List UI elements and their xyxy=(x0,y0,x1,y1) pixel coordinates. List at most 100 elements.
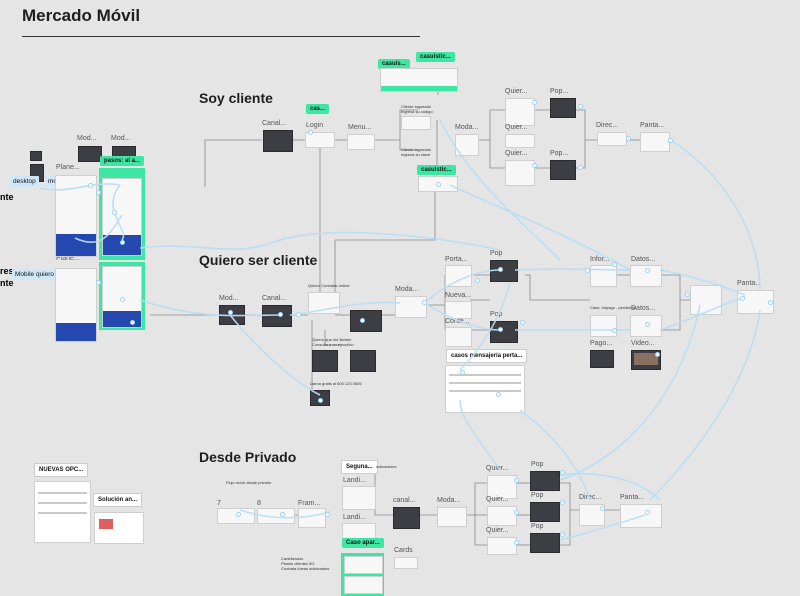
quier-screen-6[interactable] xyxy=(487,537,517,555)
handle[interactable] xyxy=(514,478,519,483)
handle[interactable] xyxy=(560,532,565,537)
handle[interactable] xyxy=(96,190,101,195)
pop-screen-5[interactable] xyxy=(530,471,560,491)
menu-screen[interactable] xyxy=(347,134,375,150)
datos-screen-1[interactable] xyxy=(630,265,662,287)
pop-screen-2[interactable] xyxy=(550,160,576,180)
handle[interactable] xyxy=(514,540,519,545)
codigo-screen[interactable] xyxy=(401,116,431,130)
sticky-pasos[interactable]: pasos: al a... xyxy=(100,156,145,166)
moda-screen[interactable] xyxy=(455,134,479,156)
handle[interactable] xyxy=(436,182,441,187)
handle[interactable] xyxy=(560,470,565,475)
desktop-screen-2[interactable] xyxy=(55,268,97,342)
pago-note-screen[interactable] xyxy=(590,315,617,337)
handle[interactable] xyxy=(96,280,101,285)
handle[interactable] xyxy=(280,512,285,517)
handle[interactable] xyxy=(88,183,93,188)
handle[interactable] xyxy=(612,328,617,333)
handle[interactable] xyxy=(318,398,323,403)
chip-segunda[interactable]: Seguna... xyxy=(341,460,378,474)
nueva-screen[interactable] xyxy=(445,301,472,319)
handle[interactable] xyxy=(514,510,519,515)
nuevas-frame[interactable] xyxy=(34,481,91,543)
quier-screen-4[interactable] xyxy=(487,475,517,499)
handle[interactable] xyxy=(645,510,650,515)
handle[interactable] xyxy=(645,322,650,327)
quier-screen-1[interactable] xyxy=(505,98,535,126)
handle[interactable] xyxy=(655,352,660,357)
handle[interactable] xyxy=(120,240,125,245)
pop-screen-7[interactable] xyxy=(530,533,560,553)
handle[interactable] xyxy=(585,268,590,273)
pop-screen-4[interactable] xyxy=(490,321,518,343)
conte-screen[interactable] xyxy=(445,327,472,347)
handle[interactable] xyxy=(112,210,117,215)
chip-nuevas-opciones[interactable]: NUEVAS OPC... xyxy=(34,463,89,477)
contratar-dark-screen[interactable] xyxy=(350,310,382,332)
handle[interactable] xyxy=(626,136,631,141)
handle[interactable] xyxy=(532,100,537,105)
handle[interactable] xyxy=(740,296,745,301)
landi-screen-1[interactable] xyxy=(342,486,376,510)
handle[interactable] xyxy=(475,278,480,283)
sticky-cas[interactable]: cas... xyxy=(306,104,330,114)
direc-screen-2[interactable] xyxy=(579,504,605,526)
handle[interactable] xyxy=(360,318,365,323)
handle[interactable] xyxy=(532,163,537,168)
quier-screen-2[interactable] xyxy=(505,134,535,148)
moda-screen-3[interactable] xyxy=(437,507,467,527)
modal-thumb-1[interactable] xyxy=(78,146,102,162)
pop-screen-6[interactable] xyxy=(530,502,560,522)
step-8-screen[interactable] xyxy=(257,508,295,524)
canal-screen[interactable] xyxy=(263,130,293,152)
handle[interactable] xyxy=(498,327,503,332)
sticky-casuis[interactable]: casuis... xyxy=(378,59,410,69)
handle[interactable] xyxy=(496,392,501,397)
handle[interactable] xyxy=(236,512,241,517)
handle[interactable] xyxy=(685,292,690,297)
handle[interactable] xyxy=(645,268,650,273)
pago-screen[interactable] xyxy=(590,350,614,368)
handle[interactable] xyxy=(296,312,301,317)
handle[interactable] xyxy=(668,138,673,143)
solucion-frame[interactable] xyxy=(94,512,144,544)
handle[interactable] xyxy=(498,267,503,272)
handle[interactable] xyxy=(308,130,313,135)
handle[interactable] xyxy=(520,320,525,325)
handle[interactable] xyxy=(578,165,583,170)
chip-desktop[interactable]: desktop xyxy=(10,176,39,187)
casos-frame[interactable] xyxy=(445,365,525,413)
chip-solucion[interactable]: Solución an... xyxy=(93,493,143,507)
quier-screen-5[interactable] xyxy=(487,506,517,526)
handle[interactable] xyxy=(422,300,427,305)
moda-screen-2[interactable] xyxy=(395,296,427,318)
chip-casos[interactable]: casos mensajería perta... xyxy=(446,349,528,363)
handle[interactable] xyxy=(120,297,125,302)
handle[interactable] xyxy=(278,312,283,317)
sticky-caso-aparte[interactable]: Caso apar... xyxy=(342,538,384,548)
handle[interactable] xyxy=(612,262,617,267)
canal-screen-3[interactable] xyxy=(393,507,420,529)
chip-mobile-quiero[interactable]: Mobile quiero s... xyxy=(12,269,68,280)
handle[interactable] xyxy=(600,506,605,511)
llamen-screen-2[interactable] xyxy=(350,350,376,372)
cards-screen[interactable] xyxy=(394,557,418,569)
video-screen[interactable] xyxy=(631,350,661,370)
llamen-screen-1[interactable] xyxy=(312,350,338,372)
sticky-casuistic-mid[interactable]: casuistic... xyxy=(417,165,456,175)
handle[interactable] xyxy=(768,300,773,305)
quier-screen-3[interactable] xyxy=(505,160,535,186)
mini-thumb-a[interactable] xyxy=(30,151,42,161)
sticky-casuistic-top[interactable]: casuistic... xyxy=(416,52,455,62)
handle[interactable] xyxy=(460,370,465,375)
handle[interactable] xyxy=(228,310,233,315)
login-screen[interactable] xyxy=(305,132,335,148)
handle[interactable] xyxy=(578,104,583,109)
handle[interactable] xyxy=(130,320,135,325)
handle[interactable] xyxy=(560,500,565,505)
casuistic-screens-top[interactable] xyxy=(380,68,458,92)
handle[interactable] xyxy=(325,512,330,517)
final-left-screen[interactable] xyxy=(690,285,722,315)
pop-screen-1[interactable] xyxy=(550,98,576,118)
